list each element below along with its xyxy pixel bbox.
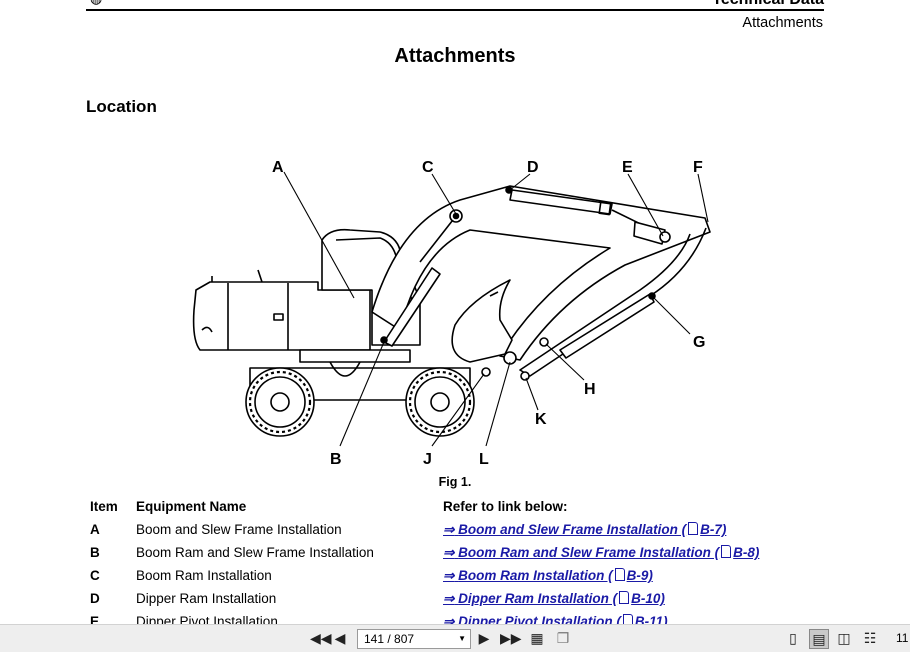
callout-g: G — [693, 334, 705, 351]
page-number-select[interactable]: 141 / 807 ▼ — [357, 629, 471, 649]
callout-e: E — [622, 159, 633, 176]
row-link[interactable]: ⇒ Boom Ram and Slew Frame Installation (… — [443, 545, 760, 560]
row-item: C — [90, 568, 100, 583]
callout-j: J — [423, 451, 432, 468]
row-link[interactable]: ⇒ Dipper Ram Installation (B-10) — [443, 591, 665, 606]
row-item: B — [90, 545, 100, 560]
single-page-icon[interactable]: ▯ — [789, 630, 797, 646]
document-icon — [721, 545, 732, 558]
table-row: A Boom and Slew Frame Installation ⇒ Boo… — [0, 522, 910, 542]
row-equipment-name: Boom Ram and Slew Frame Installation — [136, 545, 374, 560]
callout-d: D — [527, 159, 539, 176]
section-heading: Location — [86, 97, 157, 116]
document-icon — [614, 568, 625, 581]
figure-caption: Fig 1. — [438, 475, 472, 489]
zoom-value-cut: 11 — [896, 631, 909, 645]
header-equipment-name: Equipment Name — [136, 499, 247, 514]
row-equipment-name: Boom and Slew Frame Installation — [136, 522, 342, 537]
viewer-toolbar: ◀◀ ◀ 141 / 807 ▼ ▶ ▶▶ ▦ ❐ ▯ ▤ ◫ ☷ 11 — [0, 624, 910, 652]
callout-h: H — [584, 381, 596, 398]
arrow-right-icon: ⇒ — [443, 545, 455, 560]
page-copy-icon[interactable]: ❐ — [556, 630, 570, 646]
arrow-right-icon: ⇒ — [443, 568, 455, 583]
columns-page-icon[interactable]: ☷ — [863, 630, 877, 646]
callout-f: F — [693, 159, 703, 176]
header-rule — [86, 9, 824, 11]
page-title: Attachments — [394, 45, 516, 67]
document-icon — [688, 522, 699, 535]
row-link[interactable]: ⇒ Boom and Slew Frame Installation (B-7) — [443, 522, 727, 537]
header-logo-cut: ◍ — [90, 0, 102, 7]
table-row: D Dipper Ram Installation ⇒ Dipper Ram I… — [0, 591, 910, 611]
arrow-right-icon: ⇒ — [443, 522, 455, 537]
callout-l: L — [479, 451, 489, 468]
row-item: A — [90, 522, 100, 537]
callout-k: K — [535, 411, 547, 428]
page-number-value: 141 / 807 — [364, 632, 415, 646]
row-item: E — [90, 614, 100, 629]
next-page-icon[interactable]: ▶ — [478, 630, 490, 646]
callout-b: B — [330, 451, 342, 468]
arrow-right-icon: ⇒ — [443, 614, 455, 629]
last-page-icon[interactable]: ▶▶ — [500, 630, 522, 646]
excavator-diagram: A C D E F G H K L J B — [192, 159, 711, 468]
arrow-right-icon: ⇒ — [443, 591, 455, 606]
page-layout-icon[interactable]: ▦ — [530, 630, 544, 646]
continuous-page-icon[interactable]: ▤ — [809, 629, 829, 649]
running-head: Attachments — [742, 15, 823, 31]
chevron-down-icon: ▼ — [458, 634, 466, 643]
row-equipment-name: Dipper Ram Installation — [136, 591, 277, 606]
table-row: C Boom Ram Installation ⇒ Boom Ram Insta… — [0, 568, 910, 588]
prev-page-icon[interactable]: ◀ — [334, 630, 346, 646]
table-row: B Boom Ram and Slew Frame Installation ⇒… — [0, 545, 910, 565]
row-link[interactable]: ⇒ Boom Ram Installation (B-9) — [443, 568, 653, 583]
facing-page-icon[interactable]: ◫ — [837, 630, 851, 646]
header-refer-link: Refer to link below: — [443, 499, 568, 514]
row-equipment-name: Boom Ram Installation — [136, 568, 272, 583]
header-item: Item — [90, 499, 118, 514]
callout-c: C — [422, 159, 434, 176]
callout-a: A — [272, 159, 284, 176]
header-section-title: Technical Data — [712, 0, 824, 9]
row-item: D — [90, 591, 100, 606]
document-icon — [619, 591, 630, 604]
table-header-row: Item Equipment Name Refer to link below: — [0, 499, 910, 519]
first-page-icon[interactable]: ◀◀ — [310, 630, 332, 646]
